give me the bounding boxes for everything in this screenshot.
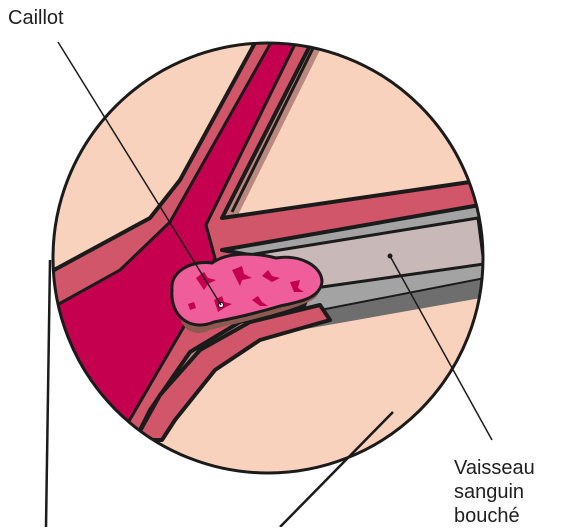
blocked-vessel-label-line2: sanguin (454, 480, 535, 504)
blocked-vessel-label-line3: bouché (454, 504, 535, 528)
blocked-vessel-label-line1: Vaisseau (454, 456, 535, 480)
blocked-vessel-label: Vaisseau sanguin bouché (454, 456, 535, 528)
zoom-connector-left (46, 260, 50, 527)
clot-label: Caillot (8, 6, 64, 30)
